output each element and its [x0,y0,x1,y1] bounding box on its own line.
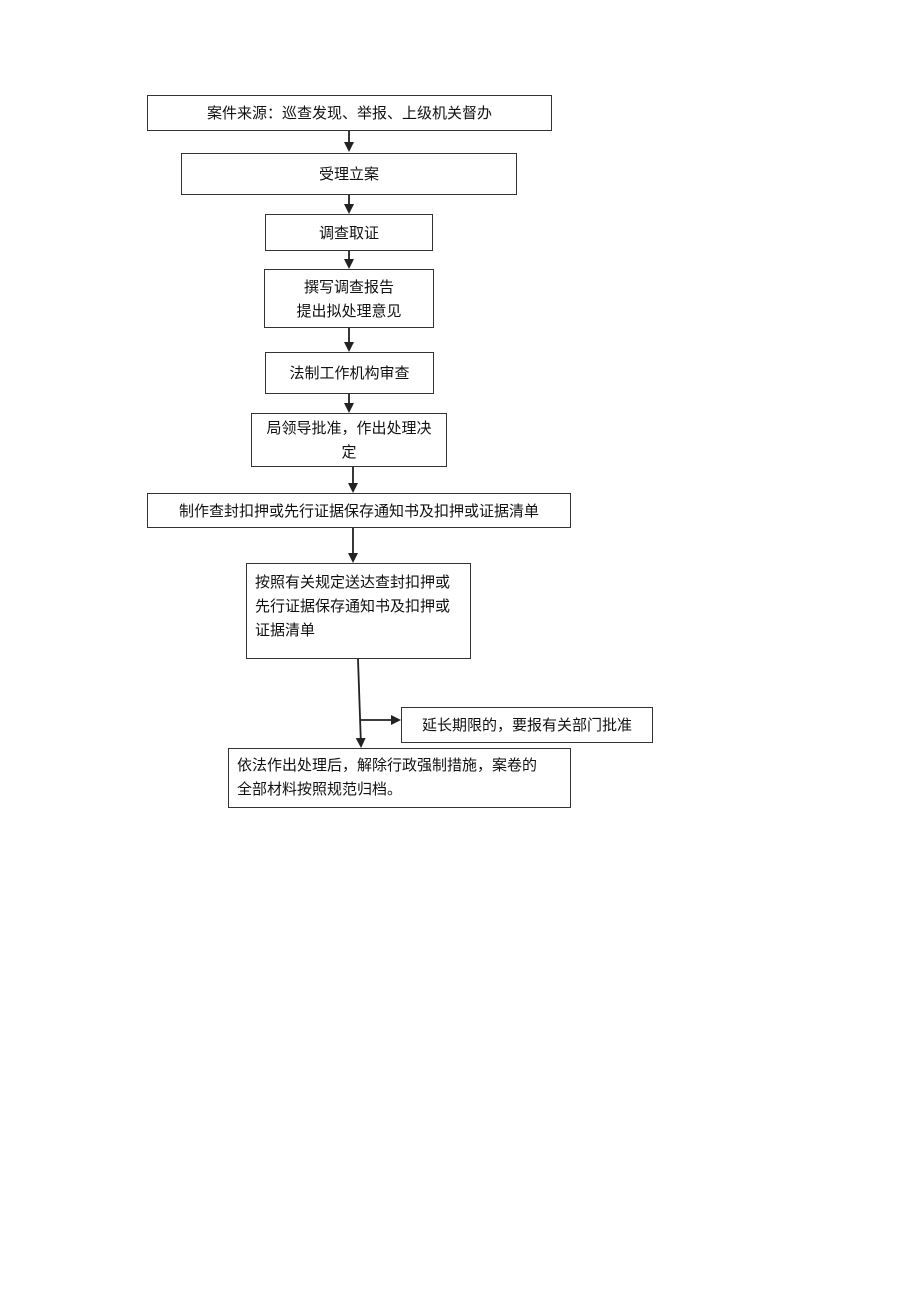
step-prepare-notice: 制作查封扣押或先行证据保存通知书及扣押或证据清单 [147,493,571,528]
step-legal-review-label: 法制工作机构审查 [289,364,410,382]
step-extension: 延长期限的，要报有关部门批准 [401,707,653,743]
step-report-line2: 提出拟处理意见 [296,301,402,320]
step-serve-notice-line3: 证据清单 [255,621,316,639]
step-archive-line2: 全部材料按照规范归档。 [237,780,403,798]
step-leader-approval-line1: 局领导批准，作出处理决 [266,419,432,437]
step-accept-filing: 受理立案 [181,153,517,195]
step-investigation: 调查取证 [265,214,433,251]
step-case-source-label: 案件来源：巡查发现、举报、上级机关督办 [206,104,492,122]
step-serve-notice-line1: 按照有关规定送达查封扣押或 [255,573,451,591]
step-prepare-notice-label: 制作查封扣押或先行证据保存通知书及扣押或证据清单 [178,501,539,520]
step-leader-approval: 局领导批准，作出处理决 定 [251,413,447,467]
step-extension-label: 延长期限的，要报有关部门批准 [421,716,632,734]
step-serve-notice: 按照有关规定送达查封扣押或 先行证据保存通知书及扣押或 证据清单 [246,563,471,659]
step-legal-review: 法制工作机构审查 [265,352,434,394]
step-serve-notice-line2: 先行证据保存通知书及扣押或 [255,597,451,615]
step-archive: 依法作出处理后，解除行政强制措施，案卷的 全部材料按照规范归档。 [228,748,571,808]
step-leader-approval-line2: 定 [341,443,357,461]
step-report-line1: 撰写调查报告 [303,277,394,296]
arrow-8-9 [355,658,366,748]
step-case-source: 案件来源：巡查发现、举报、上级机关督办 [147,95,552,131]
step-accept-filing-label: 受理立案 [318,165,379,183]
step-archive-line1: 依法作出处理后，解除行政强制措施，案卷的 [237,756,538,774]
step-report: 撰写调查报告 提出拟处理意见 [264,269,434,328]
step-investigation-label: 调查取证 [318,223,379,242]
